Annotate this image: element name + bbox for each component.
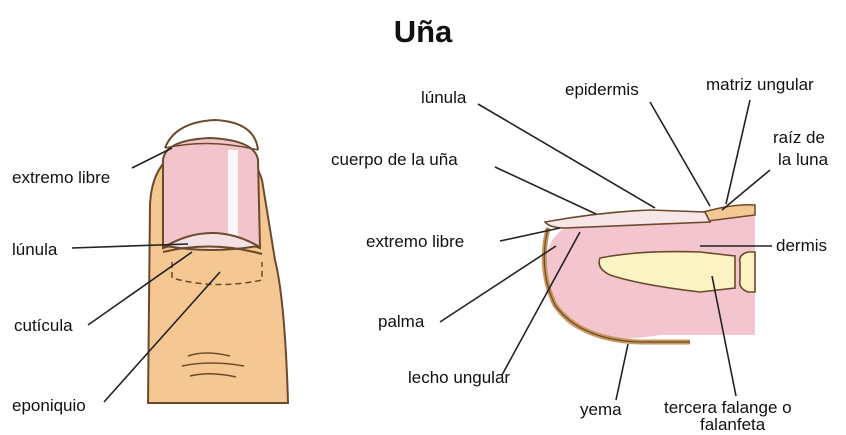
label-matriz-ungular: matriz ungular [706, 75, 814, 95]
label-lecho-ungular: lecho ungular [408, 368, 510, 388]
finger-front-view [148, 120, 288, 403]
label-yema: yema [580, 400, 622, 420]
label-extremo-libre-right: extremo libre [366, 232, 464, 252]
label-cuticula: cutícula [14, 316, 73, 336]
nail-plate [163, 138, 260, 248]
label-extremo-libre-left: extremo libre [12, 168, 110, 188]
label-tercera-line2: falanfeta [700, 415, 765, 435]
label-raiz-line2: la luna [778, 150, 828, 170]
nail-highlight [228, 150, 238, 240]
label-raiz-line1: raíz de [773, 128, 825, 148]
label-lunula-left: lúnula [12, 240, 57, 260]
label-cuerpo-de-la-una: cuerpo de la uña [331, 150, 458, 170]
label-lunula-right: lúnula [421, 88, 466, 108]
finger-cross-section [544, 205, 755, 342]
label-dermis: dermis [776, 236, 827, 256]
label-epidermis: epidermis [565, 80, 639, 100]
label-palma: palma [378, 312, 424, 332]
bone-joint [740, 252, 755, 292]
label-eponiquio: eponiquio [12, 396, 86, 416]
